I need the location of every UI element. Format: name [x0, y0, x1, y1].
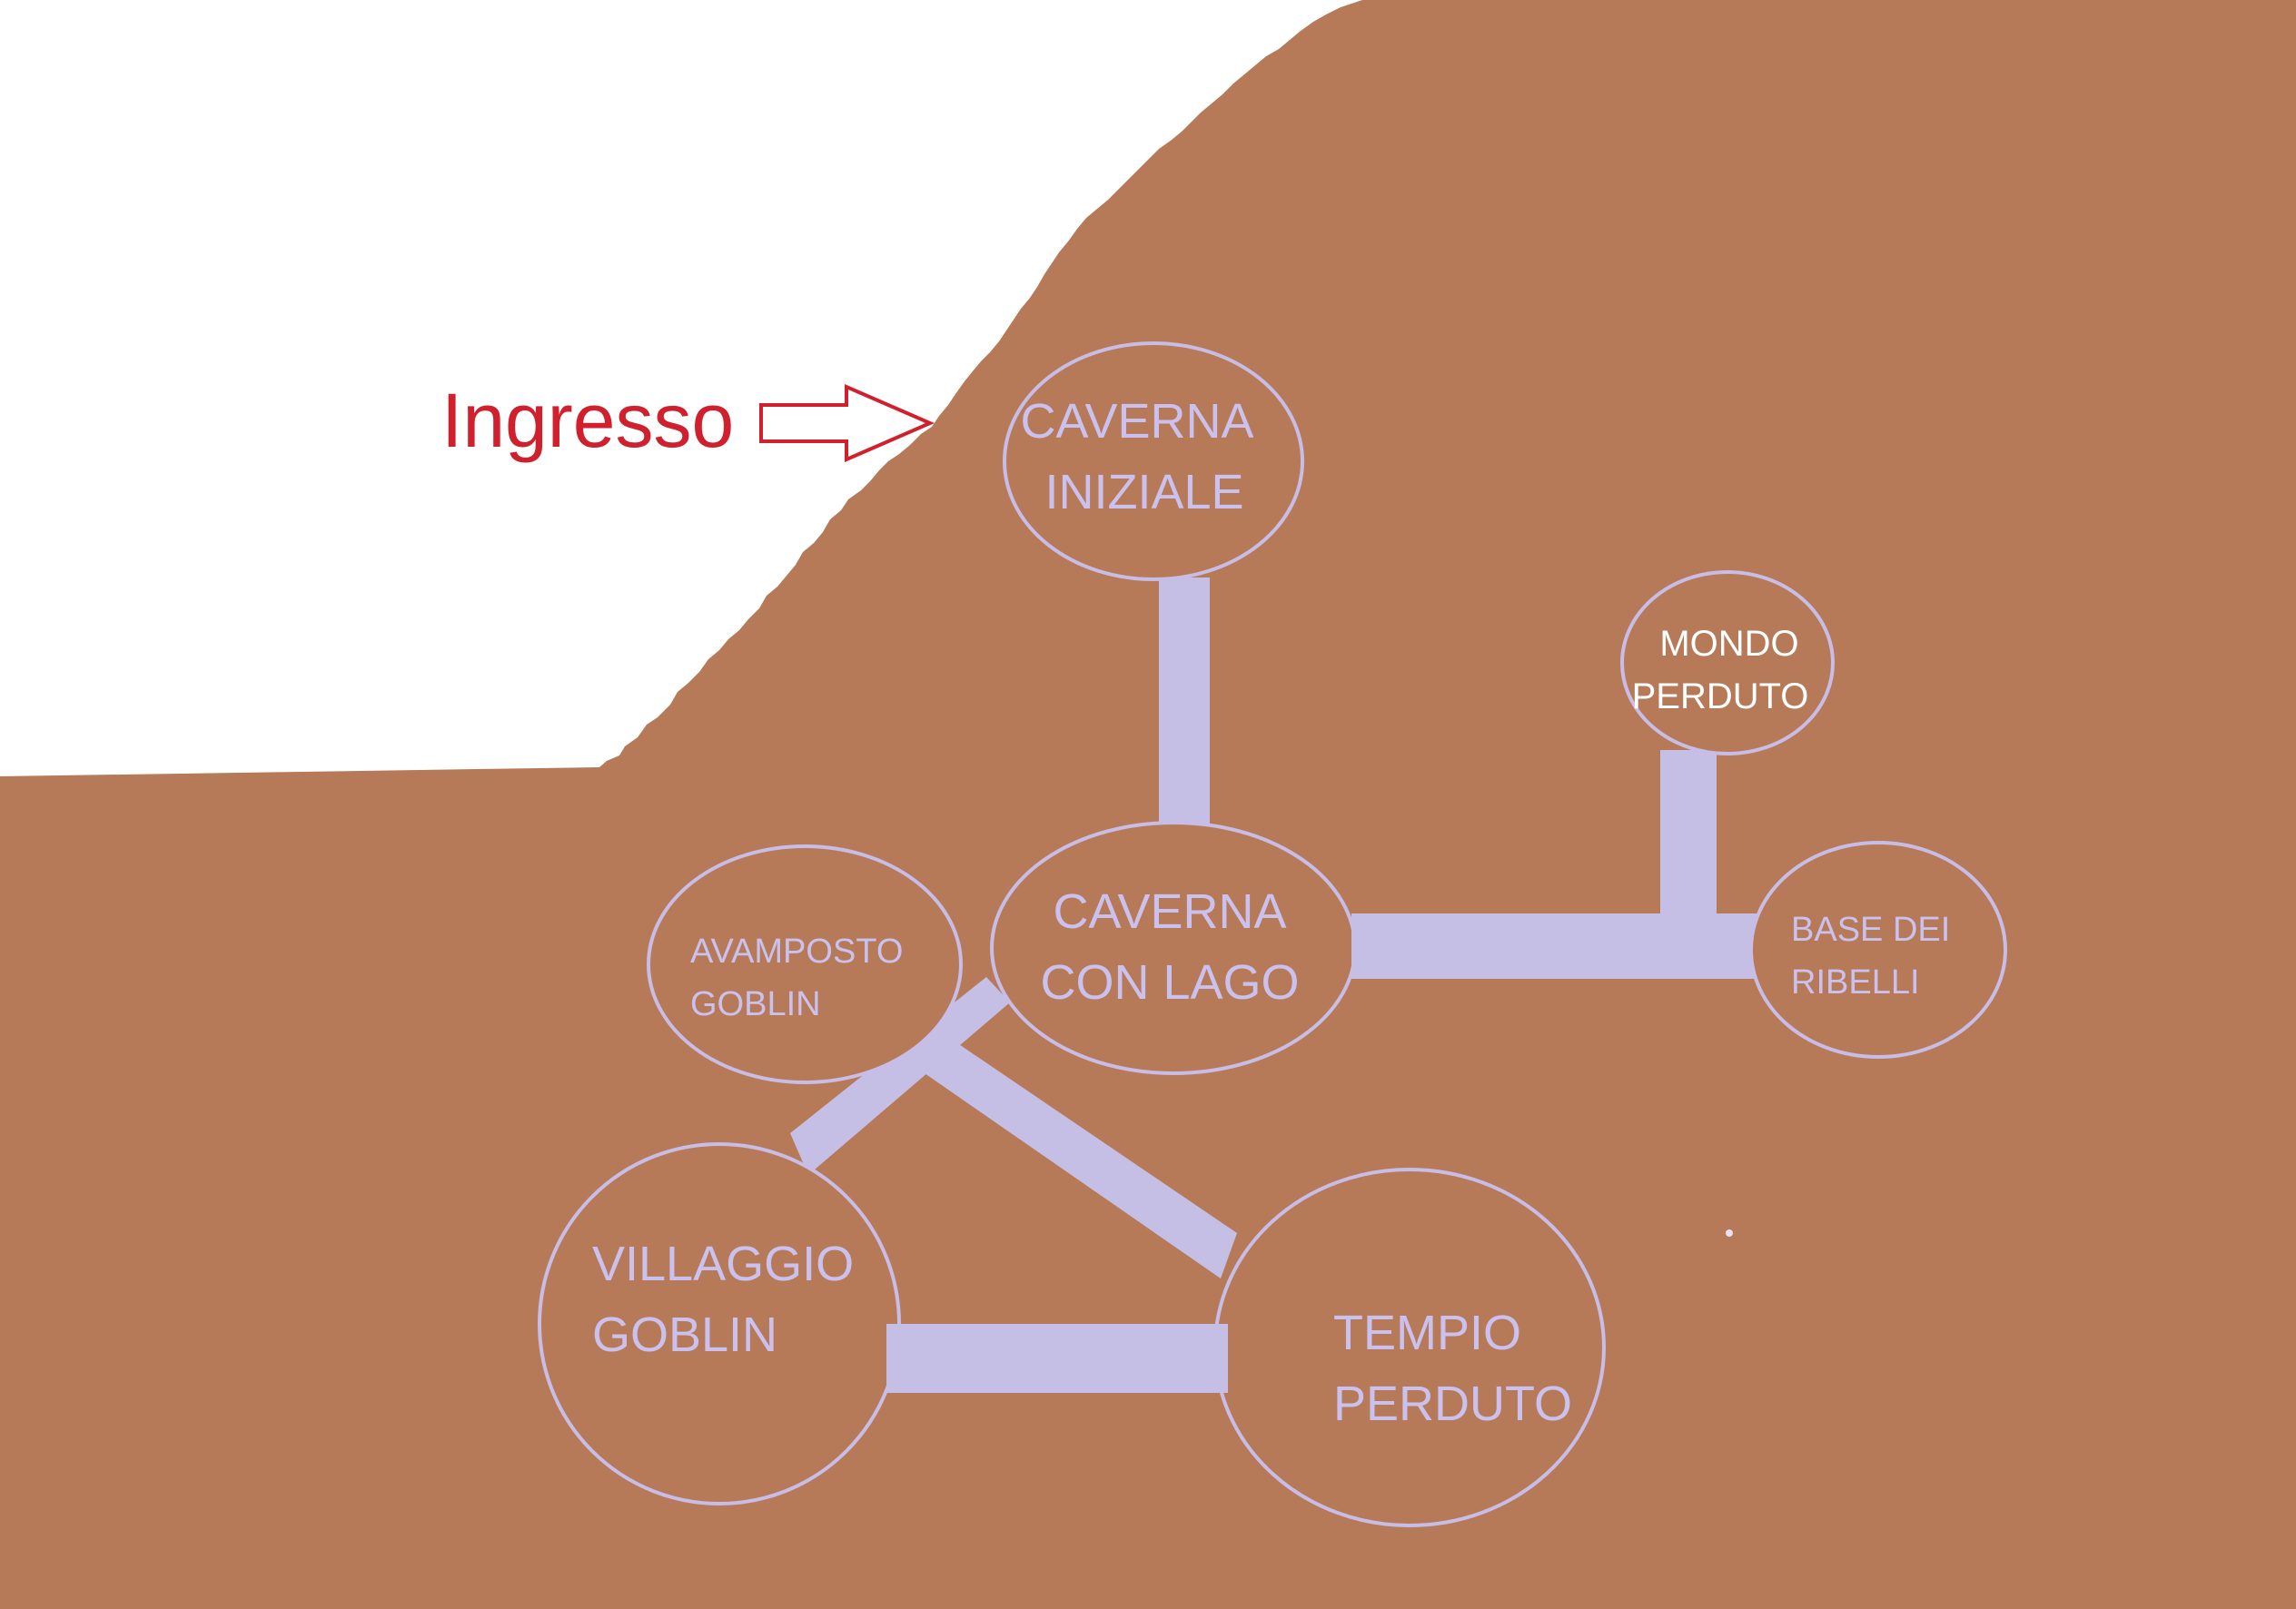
mondo-perduto-label-1: MONDO: [1659, 624, 1798, 664]
avamposto-goblin-circle: [647, 844, 963, 1084]
caverna-iniziale-label-2: INIZIALE: [1044, 465, 1243, 519]
node-villaggio-goblin[interactable]: VILLAGGIO GOBLIN: [538, 1142, 901, 1505]
arrow-right-outline-icon: [759, 383, 935, 463]
node-avamposto-goblin[interactable]: AVAMPOSTO GOBLIN: [647, 844, 963, 1084]
node-caverna-con-lago[interactable]: CAVERNA CON LAGO: [990, 821, 1357, 1075]
caverna-con-lago-label-2: CON LAGO: [1040, 955, 1299, 1010]
corridor-lago-villaggio: [790, 977, 1010, 1175]
tempio-perduto-label-1: TEMPIO: [1333, 1306, 1521, 1360]
corridor-lago-ribelli-edge: [1351, 913, 1379, 979]
entrance-marker[interactable]: Ingresso: [441, 378, 935, 463]
caverna-iniziale-label-1: CAVERNA: [1020, 394, 1253, 449]
corridor-mondo-junction: [1660, 750, 1717, 923]
caverna-con-lago-label-1: CAVERNA: [1053, 884, 1286, 939]
corridor-villaggio-tempio-left: [886, 1324, 905, 1393]
mondo-perduto-circle: [1620, 570, 1835, 755]
corridor-lago-ribelli: [1351, 913, 1757, 979]
node-base-dei-ribelli[interactable]: BASE DEI RIBELLI: [1749, 841, 2007, 1059]
speck: [1726, 1229, 1733, 1237]
corridor-junction-tempio: [925, 1037, 1237, 1278]
base-dei-ribelli-circle: [1749, 841, 2007, 1059]
avamposto-goblin-label-2: GOBLIN: [690, 985, 821, 1023]
tempio-perduto-label-2: PERDUTO: [1333, 1377, 1572, 1431]
villaggio-goblin-label-1: VILLAGGIO: [592, 1237, 854, 1291]
villaggio-goblin-label-2: GOBLIN: [592, 1308, 777, 1362]
avamposto-goblin-label-1: AVAMPOSTO: [690, 933, 903, 971]
node-caverna-iniziale[interactable]: CAVERNA INIZIALE: [1003, 341, 1304, 581]
corridor-villaggio-tempio: [886, 1324, 1219, 1393]
corridor-villaggio-tempio-right: [1210, 1324, 1228, 1393]
corridor-iniziale-lago-top: [1159, 577, 1210, 596]
caverna-con-lago-circle: [990, 821, 1357, 1075]
node-mondo-perduto[interactable]: MONDO PERDUTO: [1620, 570, 1835, 755]
base-dei-ribelli-label-1: BASE DEI: [1791, 911, 1950, 949]
base-dei-ribelli-label-2: RIBELLI: [1791, 963, 1920, 1002]
node-tempio-perduto[interactable]: TEMPIO PERDUTO: [1213, 1168, 1606, 1527]
entrance-label: Ingresso: [441, 378, 734, 463]
mondo-perduto-label-2: PERDUTO: [1632, 676, 1809, 716]
corridors: [790, 577, 1757, 1393]
corridor-iniziale-lago: [1159, 577, 1210, 828]
caverna-iniziale-circle: [1003, 341, 1304, 581]
